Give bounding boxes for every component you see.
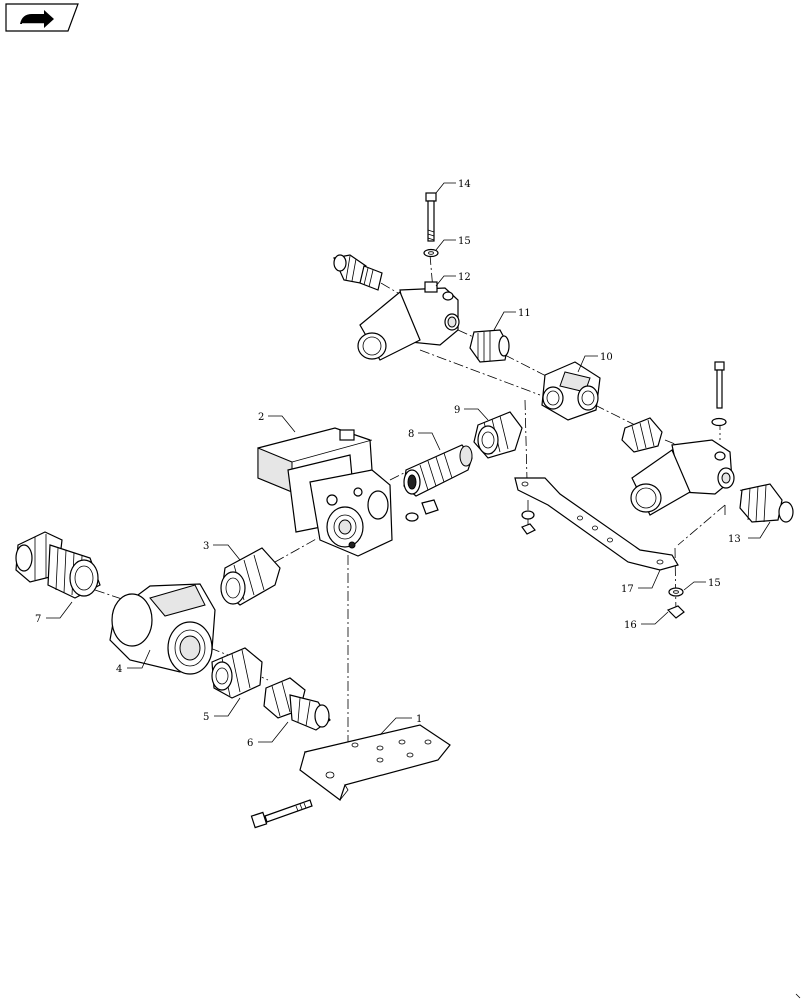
washer-15-right <box>668 587 684 597</box>
bolt-14 <box>425 192 437 242</box>
callout-10: 10 <box>600 352 613 363</box>
callout-4: 4 <box>116 664 122 675</box>
washer-15-top <box>423 248 439 258</box>
nipple-11 <box>469 329 510 363</box>
next-page-arrow-icon <box>20 10 54 28</box>
callout-15-right: 15 <box>708 578 721 589</box>
callout-11: 11 <box>518 308 531 319</box>
bracket-17 <box>514 477 679 571</box>
corner-mark <box>795 993 801 999</box>
callout-5: 5 <box>203 712 209 723</box>
hose-barb-7 <box>15 531 101 599</box>
callout-3: 3 <box>203 541 209 552</box>
next-page-button[interactable] <box>5 3 79 32</box>
hose-barb-13 <box>739 483 794 523</box>
valve-body-right <box>630 439 735 516</box>
bushing-9 <box>473 411 523 459</box>
nipple-3 <box>220 547 281 606</box>
nipple-right <box>621 417 663 453</box>
hose-barb-top <box>333 254 383 291</box>
bolt-right <box>711 361 727 427</box>
callout-17: 17 <box>621 584 634 595</box>
valve-body-12 <box>357 281 460 361</box>
tee-10 <box>541 361 601 421</box>
washer-nut-pair <box>405 499 439 522</box>
callout-14: 14 <box>458 179 471 190</box>
nut-16 <box>666 605 685 619</box>
callout-12: 12 <box>458 272 471 283</box>
callout-2: 2 <box>258 412 264 423</box>
bolt-bottom <box>250 799 313 829</box>
solenoid-valve-2 <box>257 427 393 557</box>
pipe-8 <box>403 444 473 497</box>
callout-15-top: 15 <box>458 236 471 247</box>
washer-nut-17-left <box>521 510 536 535</box>
callout-7: 7 <box>35 614 41 625</box>
callout-8: 8 <box>408 429 414 440</box>
hose-barb-6 <box>263 677 331 731</box>
callout-16: 16 <box>624 620 637 631</box>
tee-4 <box>109 583 216 675</box>
callouts: 1 2 3 4 5 6 7 8 9 10 11 12 13 <box>35 179 771 749</box>
callout-9: 9 <box>454 405 460 416</box>
callout-6: 6 <box>247 738 253 749</box>
callout-13: 13 <box>728 534 741 545</box>
callout-1: 1 <box>416 714 422 725</box>
bracket-1 <box>299 724 451 801</box>
bushing-5 <box>211 647 263 699</box>
